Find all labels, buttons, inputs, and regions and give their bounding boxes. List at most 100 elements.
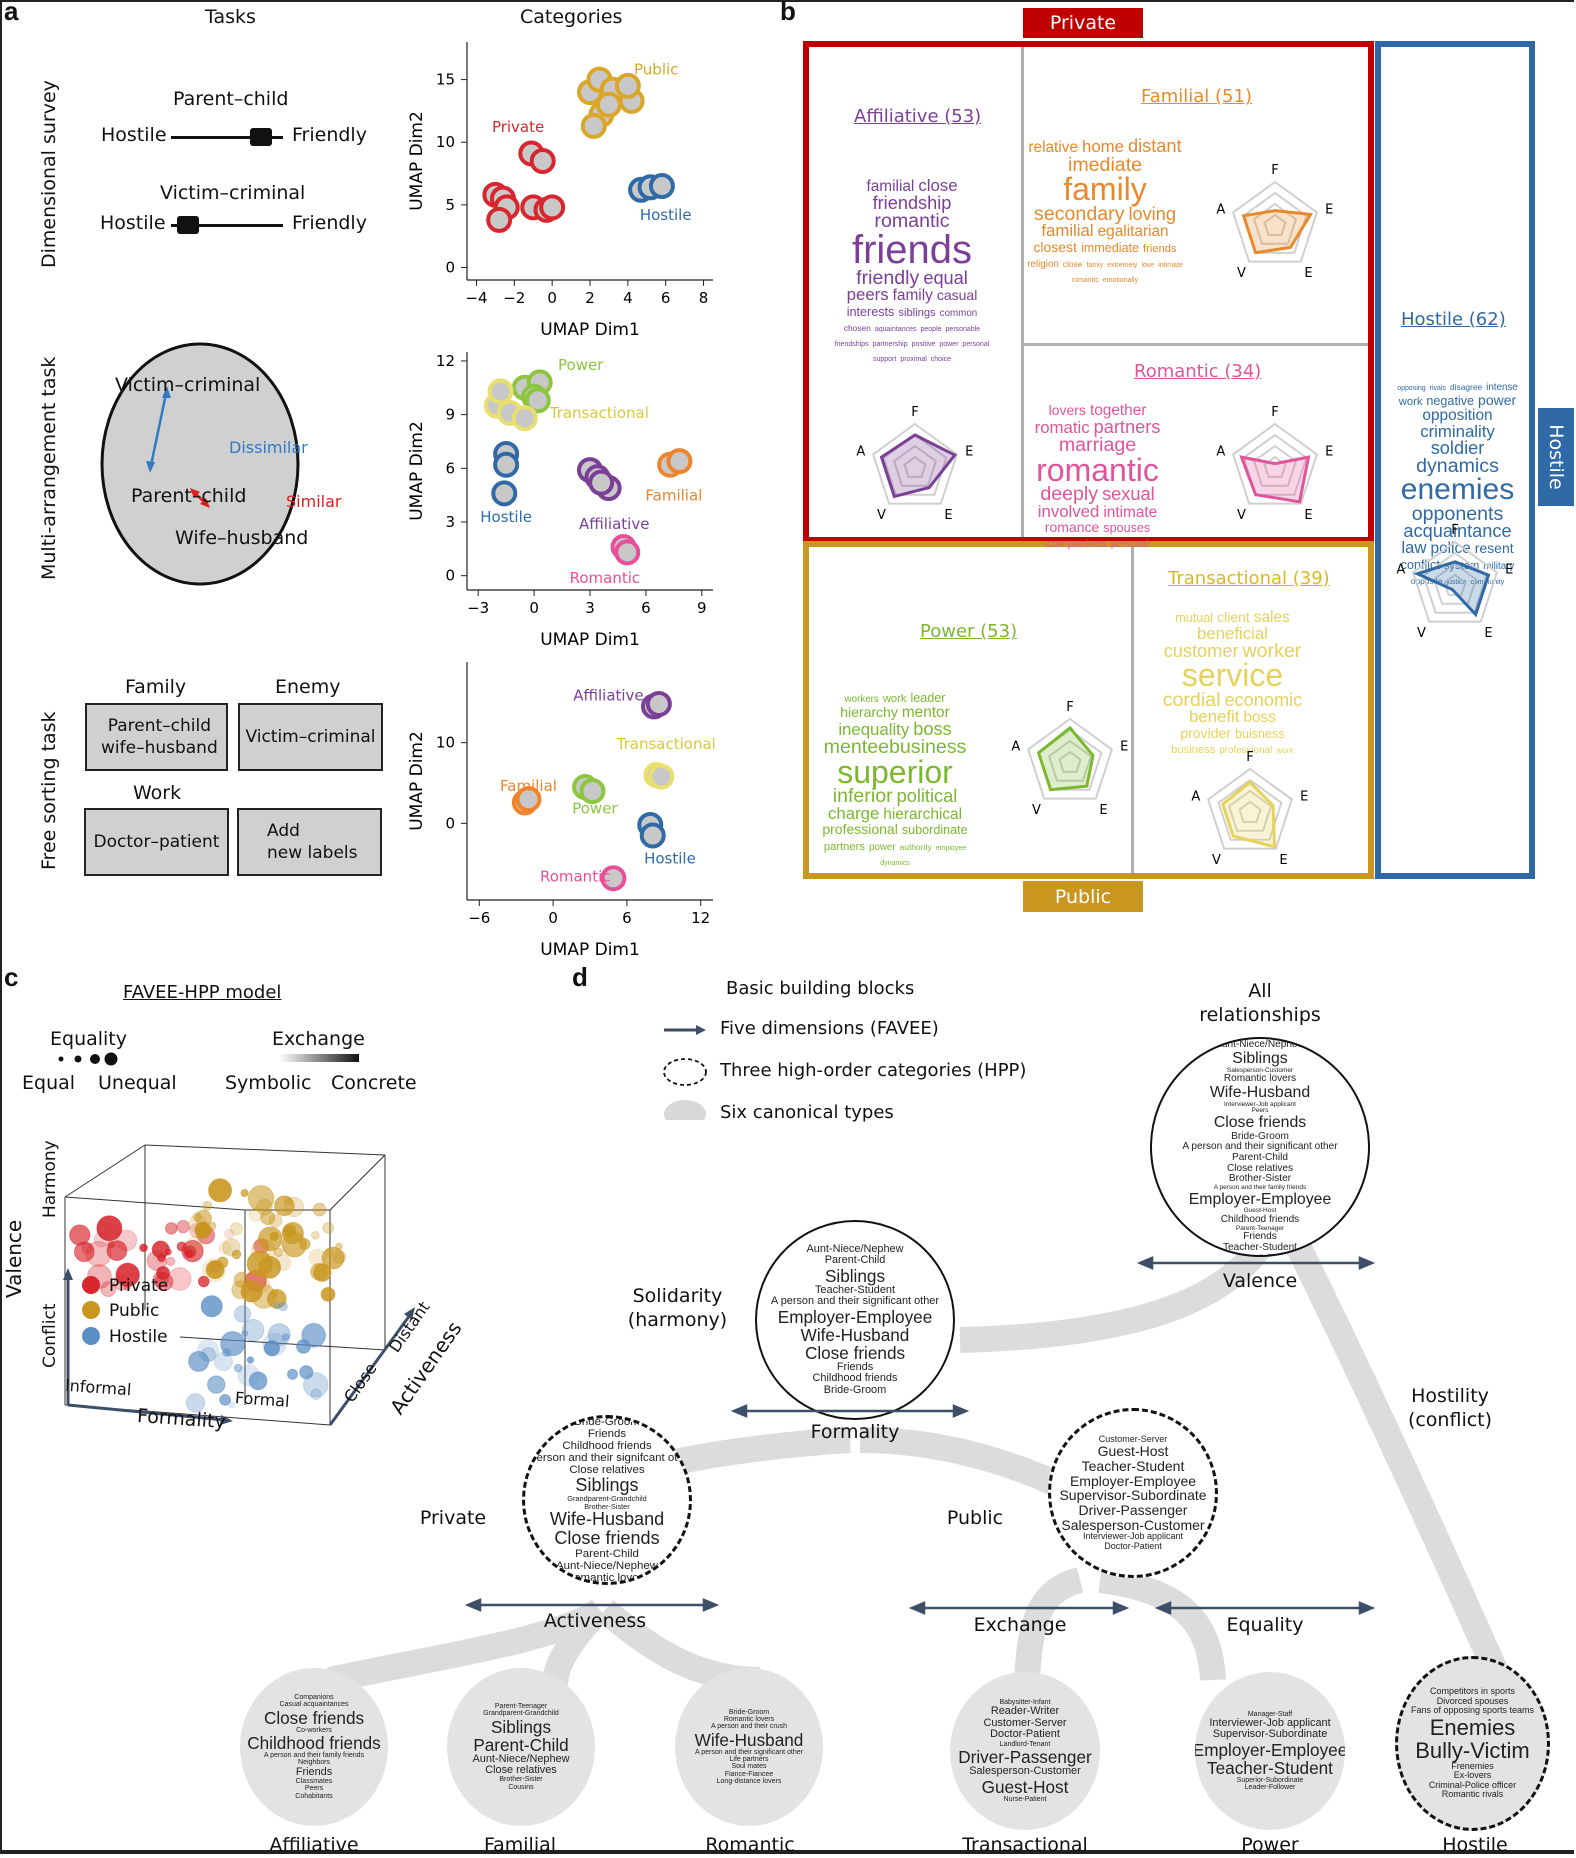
- cluster-label: Private: [492, 118, 544, 136]
- relationship-point-public: [313, 1263, 332, 1282]
- cloud-word: family: [892, 287, 933, 305]
- relationship-word: Brother-Sister: [1228, 1173, 1292, 1185]
- relationship-word: Doctor-Patient: [990, 1728, 1060, 1741]
- cloud-word: work: [882, 693, 907, 705]
- category-title-romantic[interactable]: Romantic (34): [1134, 361, 1262, 382]
- cloud-word: boss: [913, 718, 952, 739]
- data-point-hostile: [491, 480, 518, 507]
- cloud-word: superior: [837, 753, 953, 790]
- relationship-word: Nurse-Patient: [1003, 1795, 1047, 1803]
- y-tick-label: 10: [436, 133, 455, 151]
- data-point-public: [580, 112, 607, 139]
- private-badge: Private: [1023, 8, 1143, 38]
- relationship-word: Co-workers: [296, 1726, 332, 1734]
- cloud-word: rivals: [1429, 385, 1447, 392]
- sort-box[interactable]: Victim–criminal: [238, 703, 383, 771]
- arrangement-item[interactable]: Parent–child: [131, 485, 247, 507]
- relationship-point-public: [322, 1221, 335, 1234]
- survey-slider-track[interactable]: [171, 136, 283, 139]
- branch-valence-hostility: [1278, 1224, 1507, 1676]
- cloud-word: loving: [1128, 203, 1176, 224]
- public-frame: [803, 541, 1374, 879]
- sort-group-label: Work: [133, 782, 182, 804]
- survey-slider-track[interactable]: [171, 224, 283, 227]
- radar-grid: [1252, 444, 1298, 487]
- radar-axis-label: E: [1484, 626, 1492, 641]
- relationship-word: Casual acquaintances: [279, 1701, 349, 1709]
- radar-axis-label: E: [1304, 508, 1312, 523]
- equality-dot-icon: [74, 1055, 82, 1063]
- radar-axis-label: V: [1237, 508, 1246, 523]
- relationship-word: Friends: [1243, 1231, 1277, 1243]
- y-axis-label: UMAP Dim2: [407, 111, 427, 211]
- cloud-word: love: [1141, 262, 1155, 270]
- dissimilar-label: Dissimilar: [229, 438, 308, 457]
- category-title-familial[interactable]: Familial (51): [1141, 86, 1252, 107]
- data-point-private: [539, 194, 566, 221]
- relationship-word: Wife-Husband: [800, 1324, 910, 1345]
- public-badge: Public: [1023, 881, 1143, 912]
- arrangement-item[interactable]: Victim–criminal: [115, 374, 261, 396]
- cloud-word: companions: [1046, 538, 1107, 551]
- model-title: FAVEE-HPP model: [123, 982, 282, 1003]
- survey-slider-thumb[interactable]: [176, 216, 199, 234]
- cloud-word: soldier: [1430, 438, 1485, 459]
- relationship-word: Bride-Groom: [728, 1708, 770, 1716]
- relationship-point-public: [248, 1207, 264, 1222]
- formality-axis-arrow: [67, 1403, 226, 1422]
- cloud-word: charge: [827, 803, 880, 823]
- sort-box[interactable]: Doctor–patient: [84, 808, 229, 876]
- relationship-word: Employer-Employee: [1188, 1190, 1332, 1208]
- relationship-word: Teacher-Student: [1223, 1241, 1297, 1253]
- y-axis-label: UMAP Dim2: [407, 421, 427, 521]
- survey-left-label: Hostile: [101, 124, 167, 146]
- relationship-word: Leader-Follower: [1244, 1784, 1296, 1792]
- canonical-label: Transactional: [962, 1834, 1088, 1856]
- cloud-word: support: [872, 356, 897, 364]
- category-title-transactional[interactable]: Transactional (39): [1168, 568, 1330, 589]
- relationship-point-public: [207, 1221, 217, 1231]
- sort-box[interactable]: Parent–child wife–husband: [85, 703, 228, 771]
- relationship-point-public: [266, 1289, 287, 1309]
- relationship-word: Fans of opposing sports teams: [1410, 1705, 1535, 1716]
- relationship-word: Brother-Sister: [499, 1776, 543, 1784]
- category-title-affiliative[interactable]: Affiliative (53): [854, 106, 982, 127]
- relationship-point-public: [320, 1286, 336, 1302]
- radar-axis-label: F: [1451, 523, 1458, 538]
- radar-axis-label: A: [856, 444, 865, 459]
- x-tick-label: −4: [465, 289, 487, 307]
- relationship-word: Parent-Child: [473, 1734, 569, 1755]
- y-tick-label: 0: [445, 567, 455, 585]
- arrangement-item[interactable]: Wife–husband: [175, 527, 309, 549]
- relationship-word: Childhood friends: [1220, 1214, 1300, 1225]
- survey-slider-thumb[interactable]: [249, 128, 272, 146]
- cluster-label: Familial: [500, 777, 557, 795]
- relationship-word: Interviewer-Job applicant: [1209, 1716, 1331, 1729]
- cloud-word: close: [918, 176, 958, 195]
- relationship-word: Wife-Husband: [549, 1509, 665, 1530]
- relationship-word: Bully-Victim: [1415, 1737, 1530, 1763]
- relationship-word: Salesperson-Customer: [969, 1765, 1081, 1778]
- cloud-word: client: [1217, 609, 1250, 625]
- relationship-word: Reader-Writer: [990, 1705, 1060, 1718]
- favee-cube-plot: [63, 1144, 415, 1426]
- radar-grid: [1231, 422, 1319, 505]
- cloud-word: secondary: [1034, 202, 1125, 225]
- relationship-word: Bride-Groom: [574, 1415, 640, 1428]
- relationship-point-public: [268, 1213, 283, 1228]
- relationship-word: Employer-Employee: [1069, 1472, 1197, 1489]
- relationship-point-hostile: [246, 1356, 255, 1364]
- category-title-power[interactable]: Power (53): [920, 621, 1018, 642]
- data-point-familial: [666, 448, 693, 475]
- relationship-point-public: [233, 1271, 250, 1288]
- relationship-word: Divorced spouses: [1436, 1695, 1509, 1706]
- category-title-hostile[interactable]: Hostile (62): [1401, 309, 1506, 330]
- cloud-word: power: [939, 341, 959, 349]
- add-new-labels-box[interactable]: Add new labels: [237, 808, 382, 876]
- data-point-transactional: [511, 405, 538, 432]
- cloud-word: sales: [1253, 609, 1290, 626]
